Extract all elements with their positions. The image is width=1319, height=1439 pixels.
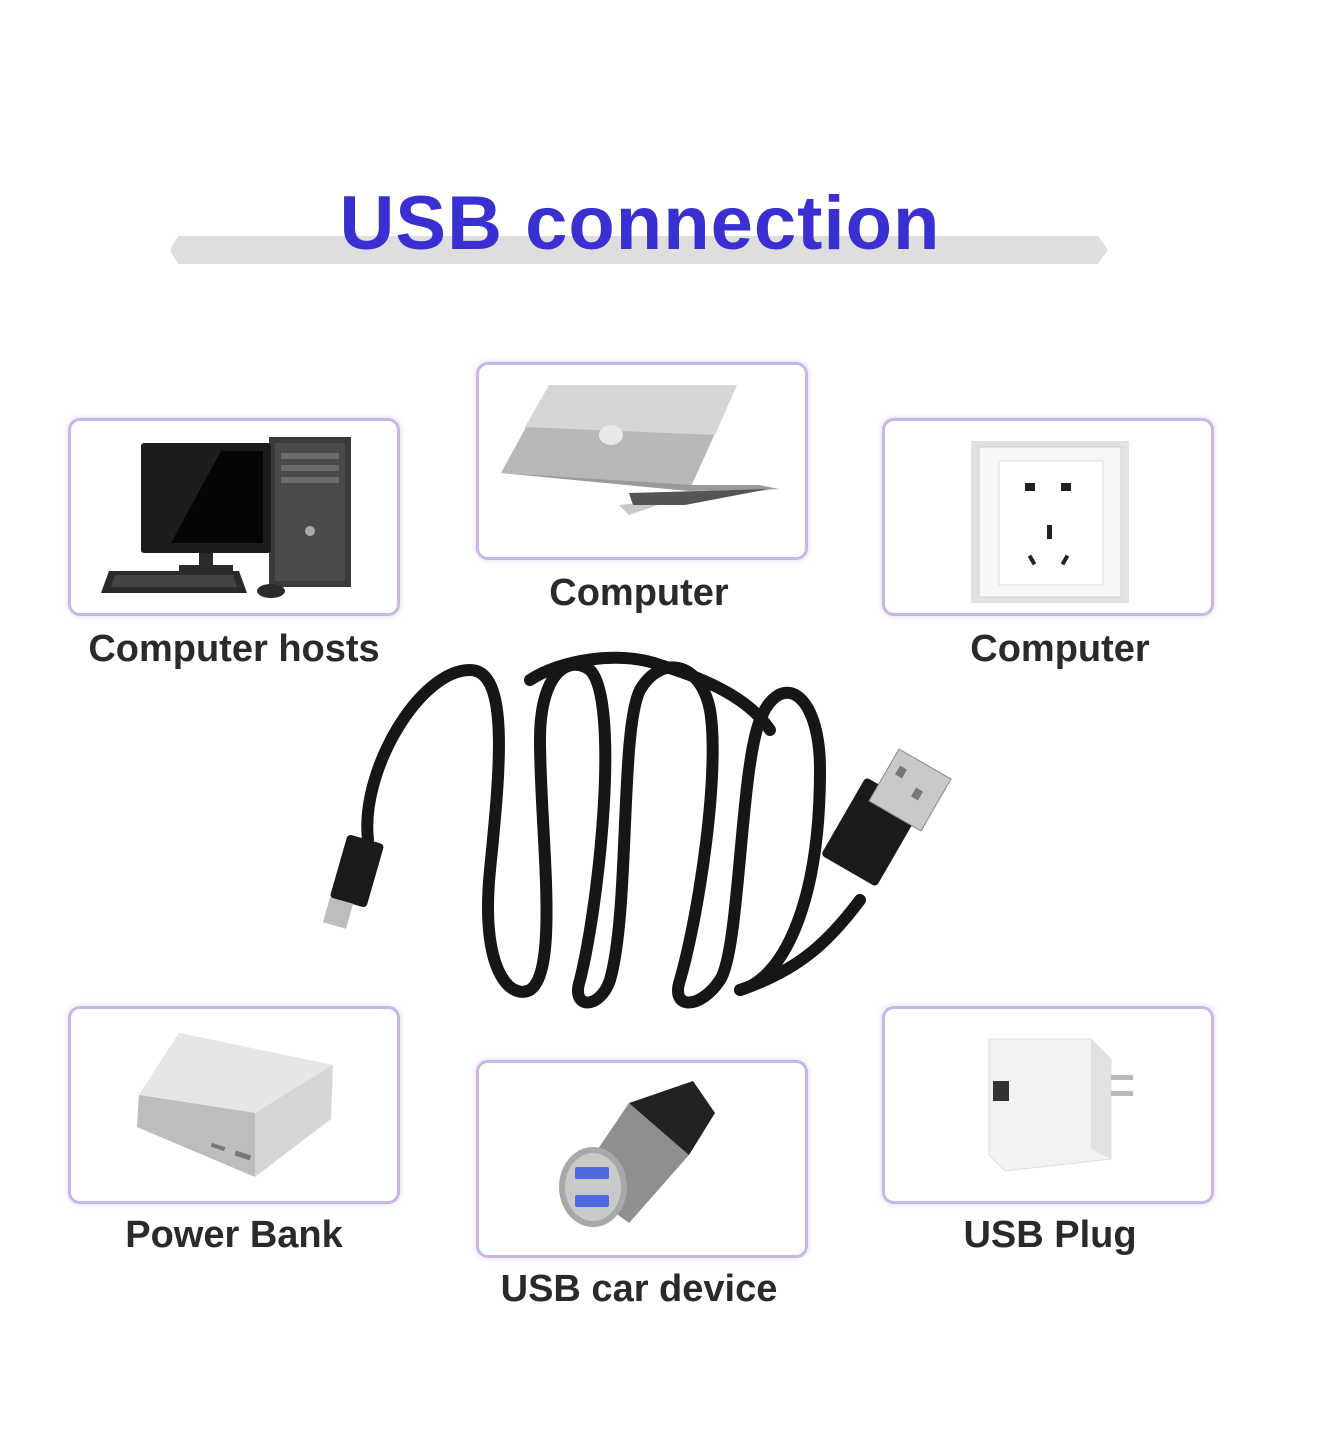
label-computer-hosts: Computer hosts [88, 628, 380, 670]
card-usb-plug [882, 1006, 1214, 1204]
label-wall-socket: Computer [970, 628, 1150, 670]
label-usb-plug: USB Plug [963, 1214, 1137, 1256]
card-computer-hosts [68, 418, 400, 616]
label-power-bank: Power Bank [125, 1214, 343, 1256]
usb-cable-icon [322, 651, 952, 1009]
car-charger-icon [559, 1081, 715, 1227]
label-laptop: Computer [549, 572, 729, 614]
power-bank-icon [137, 1033, 333, 1177]
card-car-charger [476, 1060, 808, 1258]
card-laptop [476, 362, 808, 560]
card-wall-socket [882, 418, 1214, 616]
page-title: USB connection [339, 181, 941, 266]
card-power-bank [68, 1006, 400, 1204]
title-underline-banner [170, 236, 1108, 264]
laptop-icon [501, 385, 779, 515]
desktop-computer-icon [101, 437, 351, 598]
label-car-charger: USB car device [500, 1268, 778, 1310]
wall-socket-icon [971, 441, 1129, 603]
usb-wall-plug-icon [988, 1038, 1133, 1172]
